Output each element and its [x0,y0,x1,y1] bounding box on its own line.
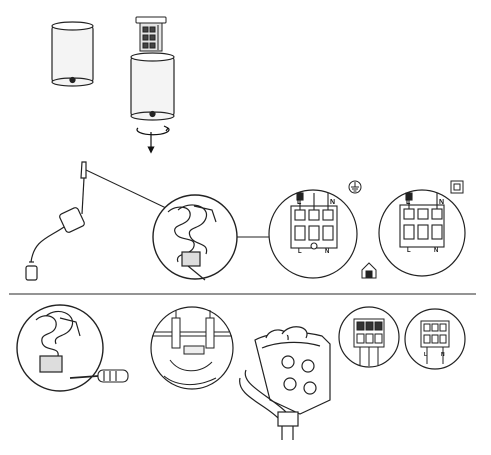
terminal2-label-l-bottom: L [407,248,411,254]
terminal2-label-l: L [406,199,411,206]
double-insulation-icon [450,180,464,194]
terminal3-label-n: N [441,352,445,358]
terminal-block-class2-detail: L N L N [378,189,466,277]
screwdriver-icon [69,369,129,383]
ceiling-mount-detail [150,306,234,390]
mounting-bracket-illustration [135,16,167,52]
cable-with-connector-illustration [25,161,87,281]
terminal-block-earth-detail: L N L N [268,189,358,279]
terminal2-label-n-bottom: N [434,248,438,254]
detail-callout-line [85,169,167,209]
wire-coil-detail [152,194,238,281]
earth-ground-icon [348,180,362,194]
terminal-label-l: L [297,199,302,206]
terminal-small-class2-detail: L N [404,308,466,370]
terminal3-label-l: L [424,352,427,358]
canopy-illustration [130,52,175,121]
terminal-label-n-bottom: N [325,249,329,255]
fixture-assembly-illustration [239,326,331,440]
canopy-cover-illustration [51,21,94,87]
indoor-use-icon [361,262,377,279]
terminal-label-n: N [330,199,335,206]
terminal-small-earth-detail [338,306,400,368]
screwdriver-detail [16,304,104,392]
terminal2-label-n: N [439,199,444,206]
terminal-label-l-bottom: L [298,249,302,255]
rotate-arrow-icon [136,125,170,154]
